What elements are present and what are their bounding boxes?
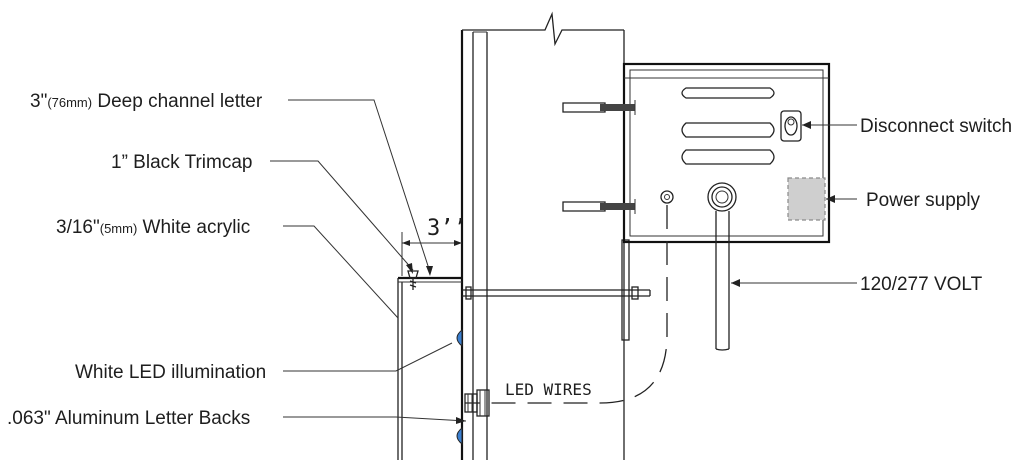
led-wire-path: [465, 205, 668, 404]
wall-anchor-top: [562, 100, 636, 115]
wall-anchor-bottom: [562, 199, 636, 214]
leader-lines: [270, 99, 467, 424]
voltage-label: 120/277 VOLT: [860, 274, 983, 295]
led-illumination-label: White LED illumination: [75, 362, 266, 383]
disconnect-switch-label: Disconnect switch: [860, 116, 1012, 137]
letter-backs-label: .063" Aluminum Letter Backs: [7, 408, 250, 429]
through-bolt: [462, 286, 651, 300]
acrylic-label: 3/16"(5mm) White acrylic: [56, 217, 250, 238]
dimension-label: 3’’: [427, 216, 467, 241]
disconnect-switch-icon: [780, 110, 802, 142]
led-module-icons: [456, 328, 463, 446]
conduit: [715, 211, 730, 351]
wire-grommet: [464, 389, 490, 417]
power-supply-icon: [787, 177, 826, 221]
power-supply-label: Power supply: [866, 190, 981, 211]
channel-letter: [397, 270, 462, 460]
electrical-box: [622, 62, 831, 244]
dimension-3in: [401, 232, 462, 276]
trimcap-label: 1” Black Trimcap: [111, 152, 252, 173]
conduit-fitting-icon: [707, 182, 737, 212]
led-wire-fitting-icon: [660, 190, 674, 204]
led-wires-label: LED WIRES: [505, 380, 592, 399]
channel-letter-label: 3"(76mm) Deep channel letter: [30, 91, 263, 112]
right-leader-lines: [731, 121, 857, 287]
trimcap-screw-icon: [407, 270, 419, 290]
